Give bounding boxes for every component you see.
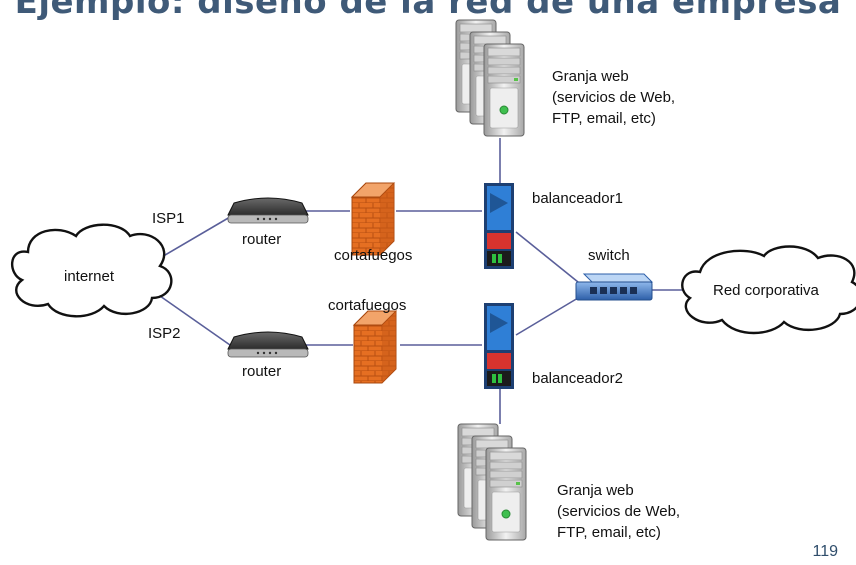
webfarm-bottom-line3: FTP, email, etc) xyxy=(557,524,661,541)
isp2-label: ISP2 xyxy=(148,325,181,342)
balancer-1-icon xyxy=(484,183,514,269)
webfarm-bottom-line2: (servicios de Web, xyxy=(557,503,681,520)
internet-label: internet xyxy=(64,268,115,285)
server-farm-top-icon xyxy=(455,19,525,137)
webfarm-bottom-line1: Granja web xyxy=(557,482,634,499)
router-1-label: router xyxy=(242,231,282,248)
firewall-2-icon xyxy=(353,310,397,384)
page-number: 119 xyxy=(812,543,838,560)
corporate-network-label: Red corporativa xyxy=(713,282,819,299)
switch-icon xyxy=(575,273,654,301)
switch-label: switch xyxy=(588,247,630,264)
firewall-1-label: cortafuegos xyxy=(334,247,413,264)
router-2-icon xyxy=(227,331,309,358)
balancer-2-label: balanceador2 xyxy=(532,370,623,387)
webfarm-top-line2: (servicios de Web, xyxy=(552,89,676,106)
corporate-network-cloud-icon xyxy=(681,245,856,335)
internet-cloud-icon xyxy=(11,223,173,318)
router-2-label: router xyxy=(242,363,282,380)
webfarm-top-line3: FTP, email, etc) xyxy=(552,110,656,127)
link-internet-router2 xyxy=(159,295,231,346)
webfarm-top-line1: Granja web xyxy=(552,68,629,85)
isp1-label: ISP1 xyxy=(152,210,185,227)
link-internet-router1 xyxy=(159,216,231,259)
balancer-1-label: balanceador1 xyxy=(532,190,623,207)
page-title: Ejemplo: diseño de la red de una empresa xyxy=(14,0,842,22)
link-balancer1-switch xyxy=(515,231,579,283)
server-farm-bottom-icon xyxy=(457,423,527,541)
link-balancer2-switch xyxy=(515,297,579,336)
firewall-2-label: cortafuegos xyxy=(328,297,407,314)
webfarm-bottom-label: Granja web (servicios de Web, FTP, email… xyxy=(557,480,680,543)
router-1-icon xyxy=(227,197,309,224)
webfarm-top-label: Granja web (servicios de Web, FTP, email… xyxy=(552,66,675,129)
balancer-2-icon xyxy=(484,303,514,389)
